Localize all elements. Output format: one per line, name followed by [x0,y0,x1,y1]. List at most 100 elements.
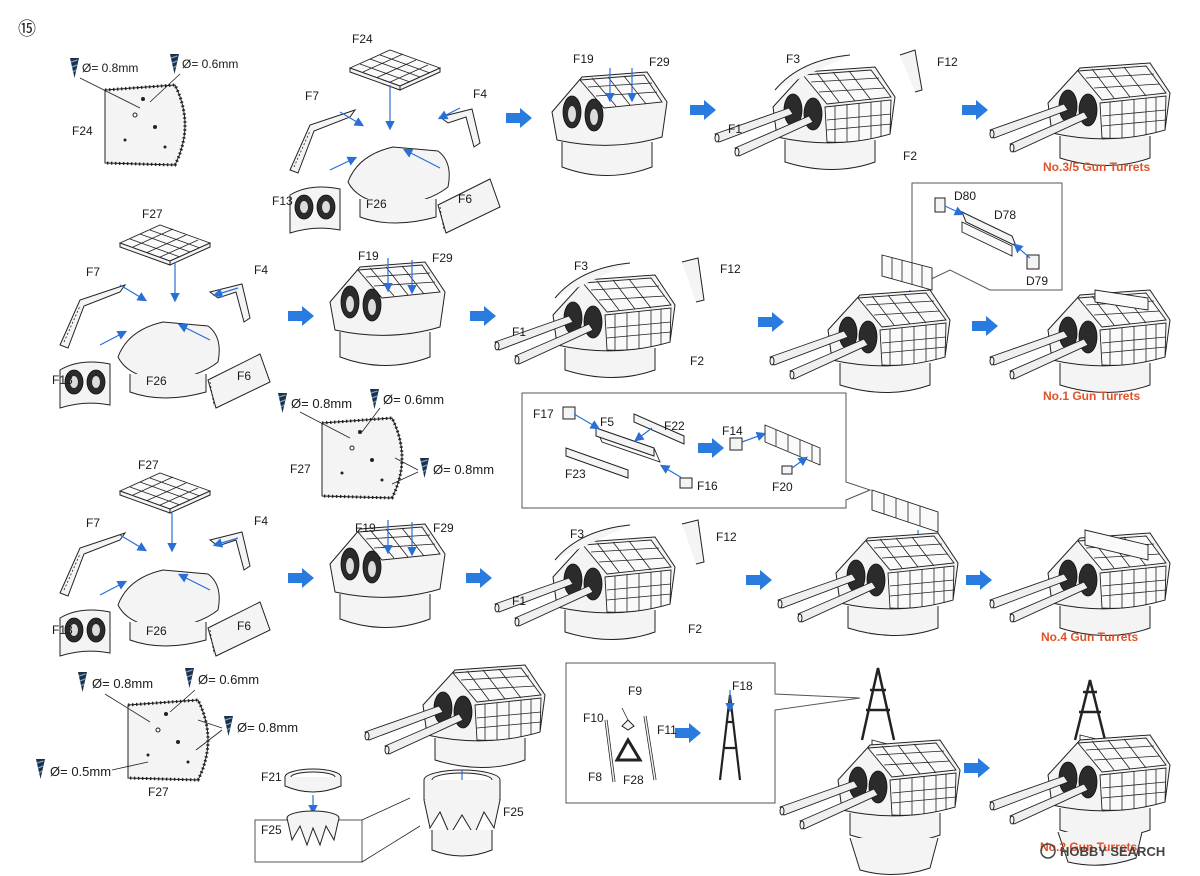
callout-mast-parts: F9 F10 F11 F8 F28 F18 [565,662,861,804]
part-label: F27 [138,458,159,472]
part-label: F2 [903,149,917,163]
turret-no-2: No.2 Gun Turrets [989,679,1171,866]
drill-size: Ø= 0.8mm [92,676,153,691]
row-2-guns: F3 F12 F1 F2 [494,257,741,378]
drill-size: Ø= 0.5mm [50,764,111,779]
step-arrow [470,306,496,326]
part-label: F13 [272,194,293,208]
part-label: F13 [52,623,73,637]
row-2-with-box [769,254,951,393]
drill-size: Ø= 0.6mm [383,392,444,407]
row-2-exploded: F27 F7 F4 F13 F26 F6 [52,207,271,409]
part-label: F11 [657,723,677,737]
part-label: F6 [458,192,472,206]
drill-size: Ø= 0.6mm [198,672,259,687]
row-3-guns: F3 F12 F1 F2 [494,519,737,640]
turret-title: No.1 Gun Turrets [1043,389,1140,403]
part-label: F12 [716,530,737,544]
part-label: F21 [261,770,282,784]
step-arrow [964,758,990,778]
part-label: F7 [86,516,100,530]
part-label: F24 [352,32,373,46]
part-label: F4 [254,263,268,277]
turret-no-1: No.1 Gun Turrets [989,289,1171,403]
part-label: F19 [358,249,379,263]
drill-size: Ø= 0.8mm [237,720,298,735]
part-label: F8 [588,770,602,784]
part-label: F3 [574,259,588,273]
part-label: F17 [533,407,554,421]
callout-d-parts: D80 D78 D79 [911,182,1063,291]
part-label: F14 [722,424,743,438]
drill-size: Ø= 0.8mm [82,61,138,75]
row-1-drill-plate: Ø= 0.8mm Ø= 0.6mm F24 [69,53,238,167]
part-label: F26 [146,374,167,388]
part-label: F27 [290,462,311,476]
part-label: F12 [937,55,958,69]
part-label: F23 [565,467,586,481]
step-number: ⑮ [18,19,36,39]
part-label: D80 [954,189,976,203]
step-arrow [690,100,716,120]
step-arrow [288,306,314,326]
step-arrow [972,316,998,336]
drill-size: Ø= 0.6mm [182,57,238,71]
part-label: F28 [623,773,644,787]
step-arrow [746,570,772,590]
row-4-turret-base: F21 F25 F25 [254,664,546,863]
part-label: F7 [86,265,100,279]
part-label: F5 [600,415,614,429]
row-3-exploded: F27 F7 F4 F13 F26 F6 [52,458,271,657]
part-label: F2 [688,622,702,636]
part-label: F4 [254,514,268,528]
row-1-body: F19 F29 [551,52,670,176]
part-label: F2 [690,354,704,368]
part-label: F25 [261,823,282,837]
part-label: F20 [772,480,793,494]
row-4-with-mast [779,667,961,876]
part-label: F13 [52,373,73,387]
part-label: F7 [305,89,319,103]
turret-no-4: No.4 Gun Turrets [989,529,1171,644]
callout-f-parts: F17 F5 F22 F23 F16 F14 F20 [521,392,872,509]
turret-title: No.3/5 Gun Turrets [1043,160,1150,174]
row-4-drill-plate: Ø= 0.8mm Ø= 0.6mm Ø= 0.8mm Ø= 0.5mm F27 [35,667,298,799]
part-label: F6 [237,619,251,633]
drill-size: Ø= 0.8mm [433,462,494,477]
part-label: F24 [72,124,93,138]
part-label: F19 [573,52,594,66]
part-label: F29 [432,251,453,265]
turret-title: No.2 Gun Turrets [1040,840,1137,854]
part-label: F10 [583,711,604,725]
part-label: F26 [146,624,167,638]
part-label: D79 [1026,274,1048,288]
part-label: D78 [994,208,1016,222]
row-1-guns: F3 F12 F1 F2 [714,49,958,170]
part-label: F27 [142,207,163,221]
watermark: HOBBY SEARCH [1040,843,1165,859]
part-label: F4 [473,87,487,101]
drill-size: Ø= 0.8mm [291,396,352,411]
part-label: F3 [786,52,800,66]
step-arrow [288,568,314,588]
step-arrow [466,568,492,588]
part-label: F16 [697,479,718,493]
part-label: F18 [732,679,753,693]
row-3-drill-plate: Ø= 0.8mm Ø= 0.6mm Ø= 0.8mm F27 [277,388,494,500]
row-3-with-box [777,489,959,636]
part-label: F3 [570,527,584,541]
step-arrow [758,312,784,332]
row-1-exploded: F24 F7 F4 F13 F26 F6 [272,32,501,234]
part-label: F12 [720,262,741,276]
row-3-body: F19 F29 [329,520,454,628]
part-label: F9 [628,684,642,698]
row-2-body: F19 F29 [329,249,453,366]
part-label: F22 [664,419,685,433]
turret-no-3-5: No.3/5 Gun Turrets [989,62,1171,174]
step-arrow [506,108,532,128]
turret-title: No.4 Gun Turrets [1041,630,1138,644]
part-label: F27 [148,785,169,799]
part-label: F25 [503,805,524,819]
part-label: F6 [237,369,251,383]
